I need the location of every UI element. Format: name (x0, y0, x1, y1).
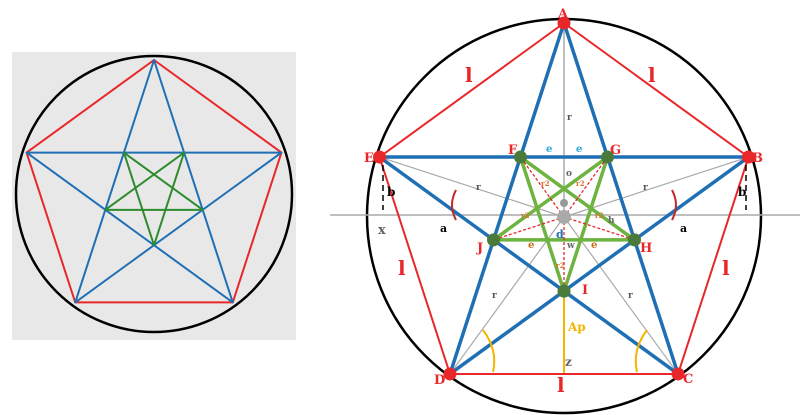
radius-line (379, 156, 565, 218)
inner-radius-label-r2: r2 (521, 211, 530, 220)
vertex-point (443, 367, 457, 381)
vertex-point (742, 150, 756, 164)
label-o: o (566, 169, 572, 179)
radius-label-r: r (567, 113, 572, 123)
inner-vertex-label-G: G (610, 143, 621, 158)
side-label-l: l (648, 63, 656, 87)
inner-vertex-label-F: F (508, 143, 518, 158)
angle-arc-D (482, 329, 496, 373)
side-label-l: l (722, 256, 730, 280)
vertex-label-E: E (364, 151, 374, 166)
radius-label-r: r (476, 183, 481, 193)
label-e: e (591, 240, 597, 251)
inner-vertex-point (487, 233, 501, 247)
vertex-point (372, 150, 386, 164)
inner-radius-label-r2: r2 (576, 179, 585, 188)
inner-radius-line (563, 216, 635, 241)
side-label-l: l (398, 256, 406, 280)
circumcircle (14, 54, 294, 334)
vertex-label-A: A (557, 7, 569, 22)
radius-label-r: r (643, 183, 648, 193)
radius-label-r: r (628, 291, 633, 301)
vertex-label-D: D (434, 373, 445, 388)
point-o (560, 199, 568, 207)
side-label-l: l (557, 373, 565, 397)
radius-line (563, 156, 749, 218)
label-e: e (576, 144, 582, 155)
inner-pentagram (104, 151, 204, 247)
inner-vertex-label-I: I (582, 283, 588, 298)
label-z: z (565, 355, 572, 369)
vertex-point (671, 367, 685, 381)
inner-radius-line (519, 156, 565, 218)
inner-radius-line (563, 156, 609, 218)
label-w: w (566, 241, 575, 251)
radius-line (563, 216, 679, 375)
label-x: x (378, 223, 386, 238)
radius-line (449, 216, 565, 375)
label-e: e (546, 144, 552, 155)
angle-arc-left (451, 189, 457, 221)
side-label-l: l (465, 63, 473, 87)
label-a: a (680, 222, 687, 235)
background-panel (12, 52, 296, 340)
pentagram (25, 59, 283, 304)
inner-radius-label-r2: r2 (541, 179, 550, 188)
label-b: b (387, 185, 395, 199)
center-point (557, 210, 571, 224)
vertex-point (557, 16, 571, 30)
pentagram (377, 21, 751, 376)
inner-vertex-point (557, 284, 571, 298)
label-apothem: Ap (567, 320, 586, 334)
inner-radius-label-r2: r2 (595, 211, 604, 220)
inner-vertex-label-H: H (640, 241, 652, 256)
label-a: a (440, 222, 447, 235)
vertex-label-B: B (752, 151, 763, 166)
inner-vertex-point (627, 233, 641, 247)
label-b: b (738, 185, 746, 199)
label-e: e (528, 240, 534, 251)
label-d: d (556, 228, 564, 241)
inner-vertex-point (513, 150, 527, 164)
label-h: h (608, 216, 615, 226)
inner-vertex-point (601, 150, 615, 164)
angle-arc-right (671, 189, 677, 221)
outer-pentagon (25, 59, 283, 304)
radius-label-r: r (492, 291, 497, 301)
angle-arc-C (634, 329, 648, 373)
outer-pentagon (378, 22, 750, 375)
inner-radius-line (493, 216, 565, 241)
inner-radius-label-r2: r2 (556, 261, 565, 270)
inner-vertex-label-J: J (476, 241, 483, 256)
vertex-label-C: C (683, 372, 693, 387)
